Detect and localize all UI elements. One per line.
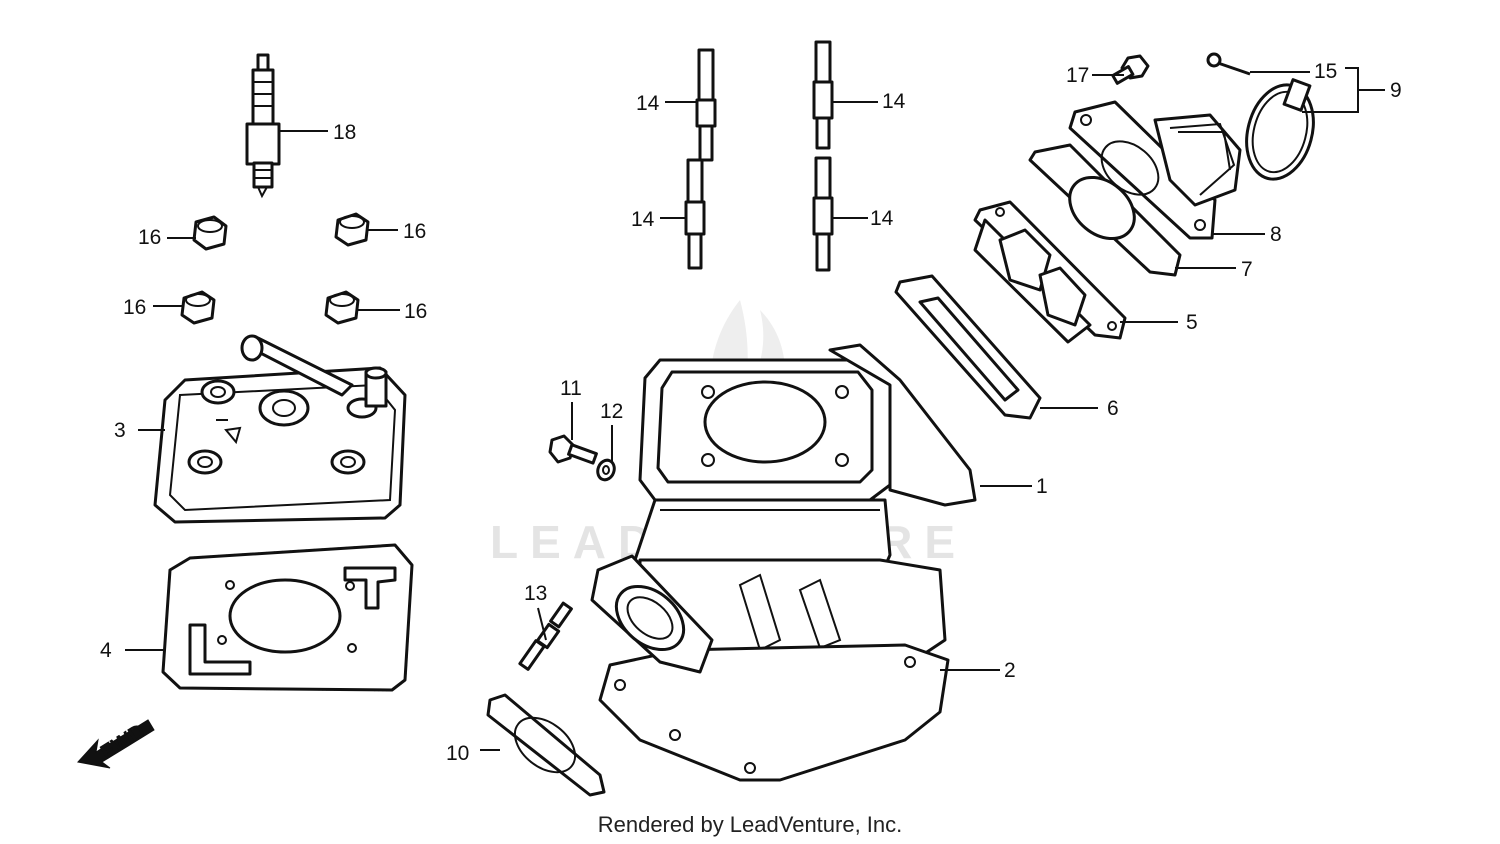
screw-15[interactable] bbox=[1206, 52, 1251, 76]
leader-lines bbox=[125, 67, 1385, 751]
callout-14-top-right: 14 bbox=[882, 90, 906, 113]
stud-bottom-left[interactable] bbox=[684, 158, 706, 270]
callout-14-bottom-left: 14 bbox=[631, 208, 655, 231]
callout-16-bottom-right: 16 bbox=[404, 300, 427, 323]
callout-11: 11 bbox=[560, 377, 582, 400]
fwd-arrow: FWD bbox=[77, 719, 155, 769]
callout-8: 8 bbox=[1270, 223, 1282, 246]
callout-6: 6 bbox=[1107, 397, 1119, 420]
nut-top-right[interactable] bbox=[334, 212, 370, 247]
cylinder[interactable] bbox=[633, 343, 977, 662]
callout-16-top-left: 16 bbox=[138, 226, 161, 249]
callout-14-top-left: 14 bbox=[636, 92, 660, 115]
callout-5: 5 bbox=[1186, 311, 1198, 334]
callout-16-top-right: 16 bbox=[403, 220, 426, 243]
callout-18: 18 bbox=[333, 121, 356, 144]
stud-bottom-right[interactable] bbox=[812, 156, 834, 272]
hose-clamp[interactable] bbox=[1237, 77, 1324, 186]
callout-2: 2 bbox=[1004, 659, 1016, 682]
head-gasket[interactable] bbox=[161, 543, 414, 692]
exhaust-gasket[interactable] bbox=[486, 693, 606, 797]
nut-bottom-right[interactable] bbox=[324, 290, 360, 325]
callout-3: 3 bbox=[114, 419, 126, 442]
callout-13: 13 bbox=[524, 582, 547, 605]
reed-gasket[interactable] bbox=[894, 274, 1042, 420]
intake-manifold[interactable] bbox=[1068, 100, 1242, 240]
stud-top-left[interactable] bbox=[695, 48, 717, 162]
callout-9: 9 bbox=[1390, 79, 1402, 102]
callout-17: 17 bbox=[1066, 64, 1089, 87]
stud-top-right[interactable] bbox=[812, 40, 834, 150]
callout-14-bottom-right: 14 bbox=[870, 207, 894, 230]
intake-gasket[interactable] bbox=[1028, 143, 1182, 277]
reed-valve[interactable] bbox=[973, 200, 1127, 344]
cylinder-base-flange[interactable] bbox=[598, 643, 950, 782]
stud-13[interactable] bbox=[518, 601, 573, 671]
spark-plug[interactable] bbox=[245, 53, 281, 199]
exhaust-port[interactable] bbox=[590, 554, 714, 674]
callout-15: 15 bbox=[1314, 60, 1337, 83]
callouts: 1 2 3 4 5 6 7 8 9 10 11 12 13 14 14 14 1… bbox=[100, 60, 1402, 765]
nut-top-left[interactable] bbox=[192, 215, 228, 251]
callout-16-bottom-left: 16 bbox=[123, 296, 146, 319]
nut-bottom-left[interactable] bbox=[180, 290, 216, 325]
callout-7: 7 bbox=[1241, 258, 1253, 281]
cylinder-head[interactable] bbox=[153, 334, 407, 524]
callout-12: 12 bbox=[600, 400, 623, 423]
callout-1: 1 bbox=[1036, 475, 1048, 498]
washer-12[interactable] bbox=[595, 458, 617, 482]
callout-10: 10 bbox=[446, 742, 469, 765]
callout-4: 4 bbox=[100, 639, 112, 662]
footer-caption: Rendered by LeadVenture, Inc. bbox=[597, 812, 903, 837]
bolt-11[interactable] bbox=[548, 434, 598, 465]
bolt-17[interactable] bbox=[1111, 54, 1150, 85]
